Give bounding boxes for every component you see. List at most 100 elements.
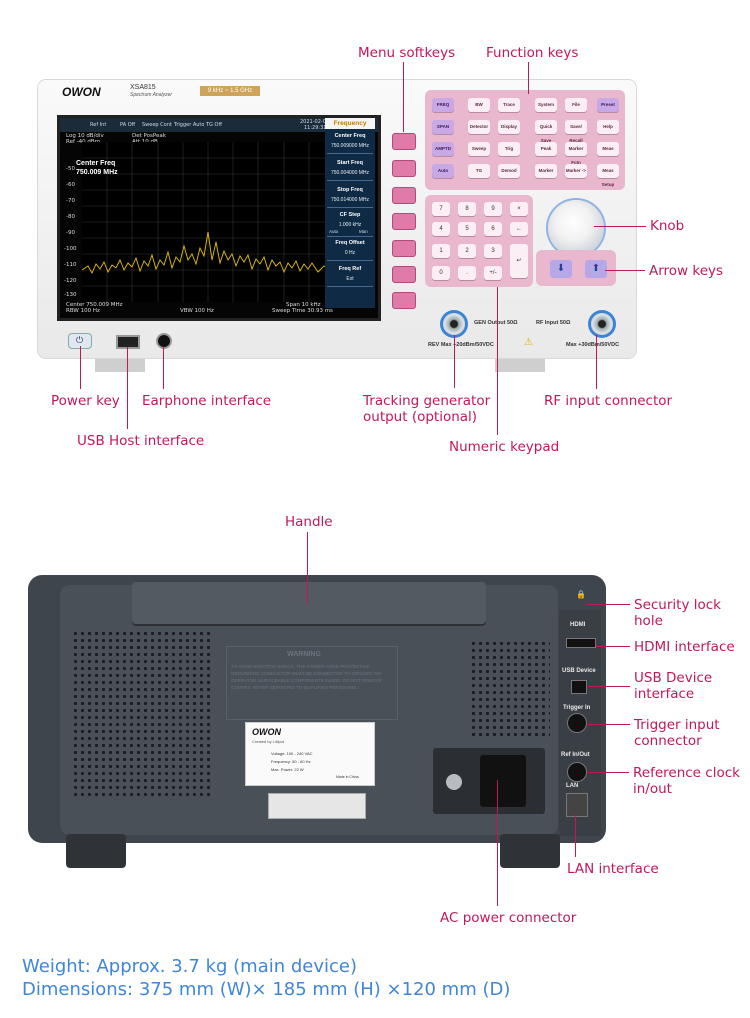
callout-usb-host: USB Host interface: [77, 433, 205, 449]
arrow-down-icon[interactable]: ⬇: [550, 260, 572, 278]
callout-ac-power: AC power connector: [440, 910, 577, 926]
reference-clock-connector[interactable]: [567, 762, 587, 782]
callout-numeric-keypad: Numeric keypad: [449, 439, 560, 455]
trigger-input-connector[interactable]: [567, 713, 587, 733]
usb-device-port[interactable]: [571, 680, 587, 694]
label-brand: OWON: [252, 727, 281, 737]
func-key[interactable]: System: [535, 98, 557, 112]
func-key[interactable]: Quick Save: [535, 120, 557, 143]
leader-line: [575, 815, 576, 857]
func-key[interactable]: Meas: [597, 142, 619, 156]
menu-title: Frequency: [325, 118, 375, 129]
numeric-key[interactable]: ×: [510, 202, 528, 216]
func-key[interactable]: AMPTD: [432, 142, 454, 156]
softkey-6[interactable]: [392, 266, 416, 283]
func-key[interactable]: BW: [468, 98, 490, 112]
power-icon: ⏻: [76, 335, 84, 345]
func-key[interactable]: FREQ: [432, 98, 454, 112]
weight-spec: Weight: Approx. 3.7 kg (main device): [22, 956, 358, 977]
rf-input-connector[interactable]: [591, 313, 613, 335]
softkey-7[interactable]: [392, 292, 416, 309]
gen-output-connector[interactable]: [443, 313, 465, 335]
func-key[interactable]: Marker Fctn: [565, 142, 587, 165]
softkey-5[interactable]: [392, 240, 416, 257]
func-key[interactable]: Preset: [597, 98, 619, 112]
label-row: Voltage: 100 - 240 VAC: [271, 751, 313, 756]
callout-usb-device: USB Device interface: [634, 670, 713, 702]
menu-item-freq-offset[interactable]: Freq Offset 0 Hz: [327, 238, 373, 261]
usb-host-port[interactable]: [116, 335, 140, 349]
func-key[interactable]: TG: [468, 164, 490, 178]
func-key[interactable]: Save/ Recall: [565, 120, 587, 143]
softkey-3[interactable]: [392, 187, 416, 204]
brand-logo: OWON: [62, 85, 101, 99]
func-key[interactable]: File: [565, 98, 587, 112]
status-sweep: Sweep Cont: [142, 122, 172, 128]
func-key[interactable]: SPAN: [432, 120, 454, 134]
numeric-key[interactable]: 4: [432, 222, 450, 236]
numeric-key[interactable]: .: [458, 266, 476, 280]
numeric-key[interactable]: 5: [458, 222, 476, 236]
leader-line: [307, 532, 308, 604]
earphone-jack[interactable]: [156, 333, 172, 349]
numeric-key[interactable]: 1: [432, 244, 450, 258]
arrow-up-icon[interactable]: ⬆: [585, 260, 607, 278]
callout-earphone: Earphone interface: [142, 393, 272, 409]
warning-text: TO AVOID ELECTRIC SHOCK, THE POWER CORD …: [231, 664, 382, 690]
menu-item-label: Center Freq: [334, 133, 366, 139]
numeric-key[interactable]: 0: [432, 266, 450, 280]
scale-label: Log 10 dB/div: [66, 133, 104, 139]
func-key[interactable]: Marker ->: [565, 164, 587, 178]
ac-power-connector[interactable]: [480, 755, 526, 807]
leader-line: [596, 335, 597, 389]
enter-key[interactable]: ↵: [510, 244, 528, 278]
softkey-2[interactable]: [392, 160, 416, 177]
func-key[interactable]: Trig: [498, 142, 520, 156]
func-key[interactable]: Auto: [432, 164, 454, 178]
leader-line: [80, 346, 81, 389]
numeric-key[interactable]: 7: [432, 202, 450, 216]
spectrum-plot: Center Freq 750.009 MHz: [76, 142, 335, 302]
numeric-key[interactable]: ←: [510, 222, 528, 236]
y-tick: -50: [66, 166, 75, 172]
softkey-4[interactable]: [392, 213, 416, 230]
menu-item-value: 0 Hz: [344, 250, 356, 256]
func-key[interactable]: Trace: [498, 98, 520, 112]
label-made: Made in China: [336, 775, 359, 779]
leader-line: [594, 226, 646, 227]
softkey-1[interactable]: [392, 133, 416, 150]
numeric-key[interactable]: 3: [484, 244, 502, 258]
leader-line: [587, 604, 630, 605]
numeric-key[interactable]: 9: [484, 202, 502, 216]
func-key[interactable]: Detector: [468, 120, 490, 134]
numeric-key[interactable]: +/-: [484, 266, 502, 280]
numeric-key[interactable]: 8: [458, 202, 476, 216]
func-key[interactable]: Display: [498, 120, 520, 134]
func-key[interactable]: Help: [597, 120, 619, 134]
lan-port[interactable]: [566, 793, 588, 817]
handle[interactable]: [132, 582, 486, 624]
menu-item-value: Ext: [346, 276, 354, 282]
numeric-key[interactable]: 2: [458, 244, 476, 258]
func-key[interactable]: Meas Setup: [597, 164, 619, 187]
callout-function-keys: Function keys: [486, 45, 579, 61]
status-trigger: Trigger Auto: [174, 122, 205, 128]
marker-value: 750.009 MHz: [76, 169, 118, 176]
span-label: Span 10 kHz: [286, 302, 321, 308]
func-key[interactable]: Sweep: [468, 142, 490, 156]
func-key[interactable]: Demod: [498, 164, 520, 178]
rotary-knob[interactable]: [548, 200, 604, 256]
rf-input-label: RF Input 50Ω: [536, 320, 571, 326]
func-key[interactable]: Marker: [535, 164, 557, 178]
func-key[interactable]: Peak: [535, 142, 557, 156]
hdmi-port[interactable]: [566, 638, 596, 648]
numeric-key[interactable]: 6: [484, 222, 502, 236]
warning-panel: WARNING TO AVOID ELECTRIC SHOCK, THE POW…: [226, 646, 398, 720]
callout-hdmi: HDMI interface: [634, 639, 735, 655]
menu-item-label: Freq Offset: [335, 240, 365, 246]
